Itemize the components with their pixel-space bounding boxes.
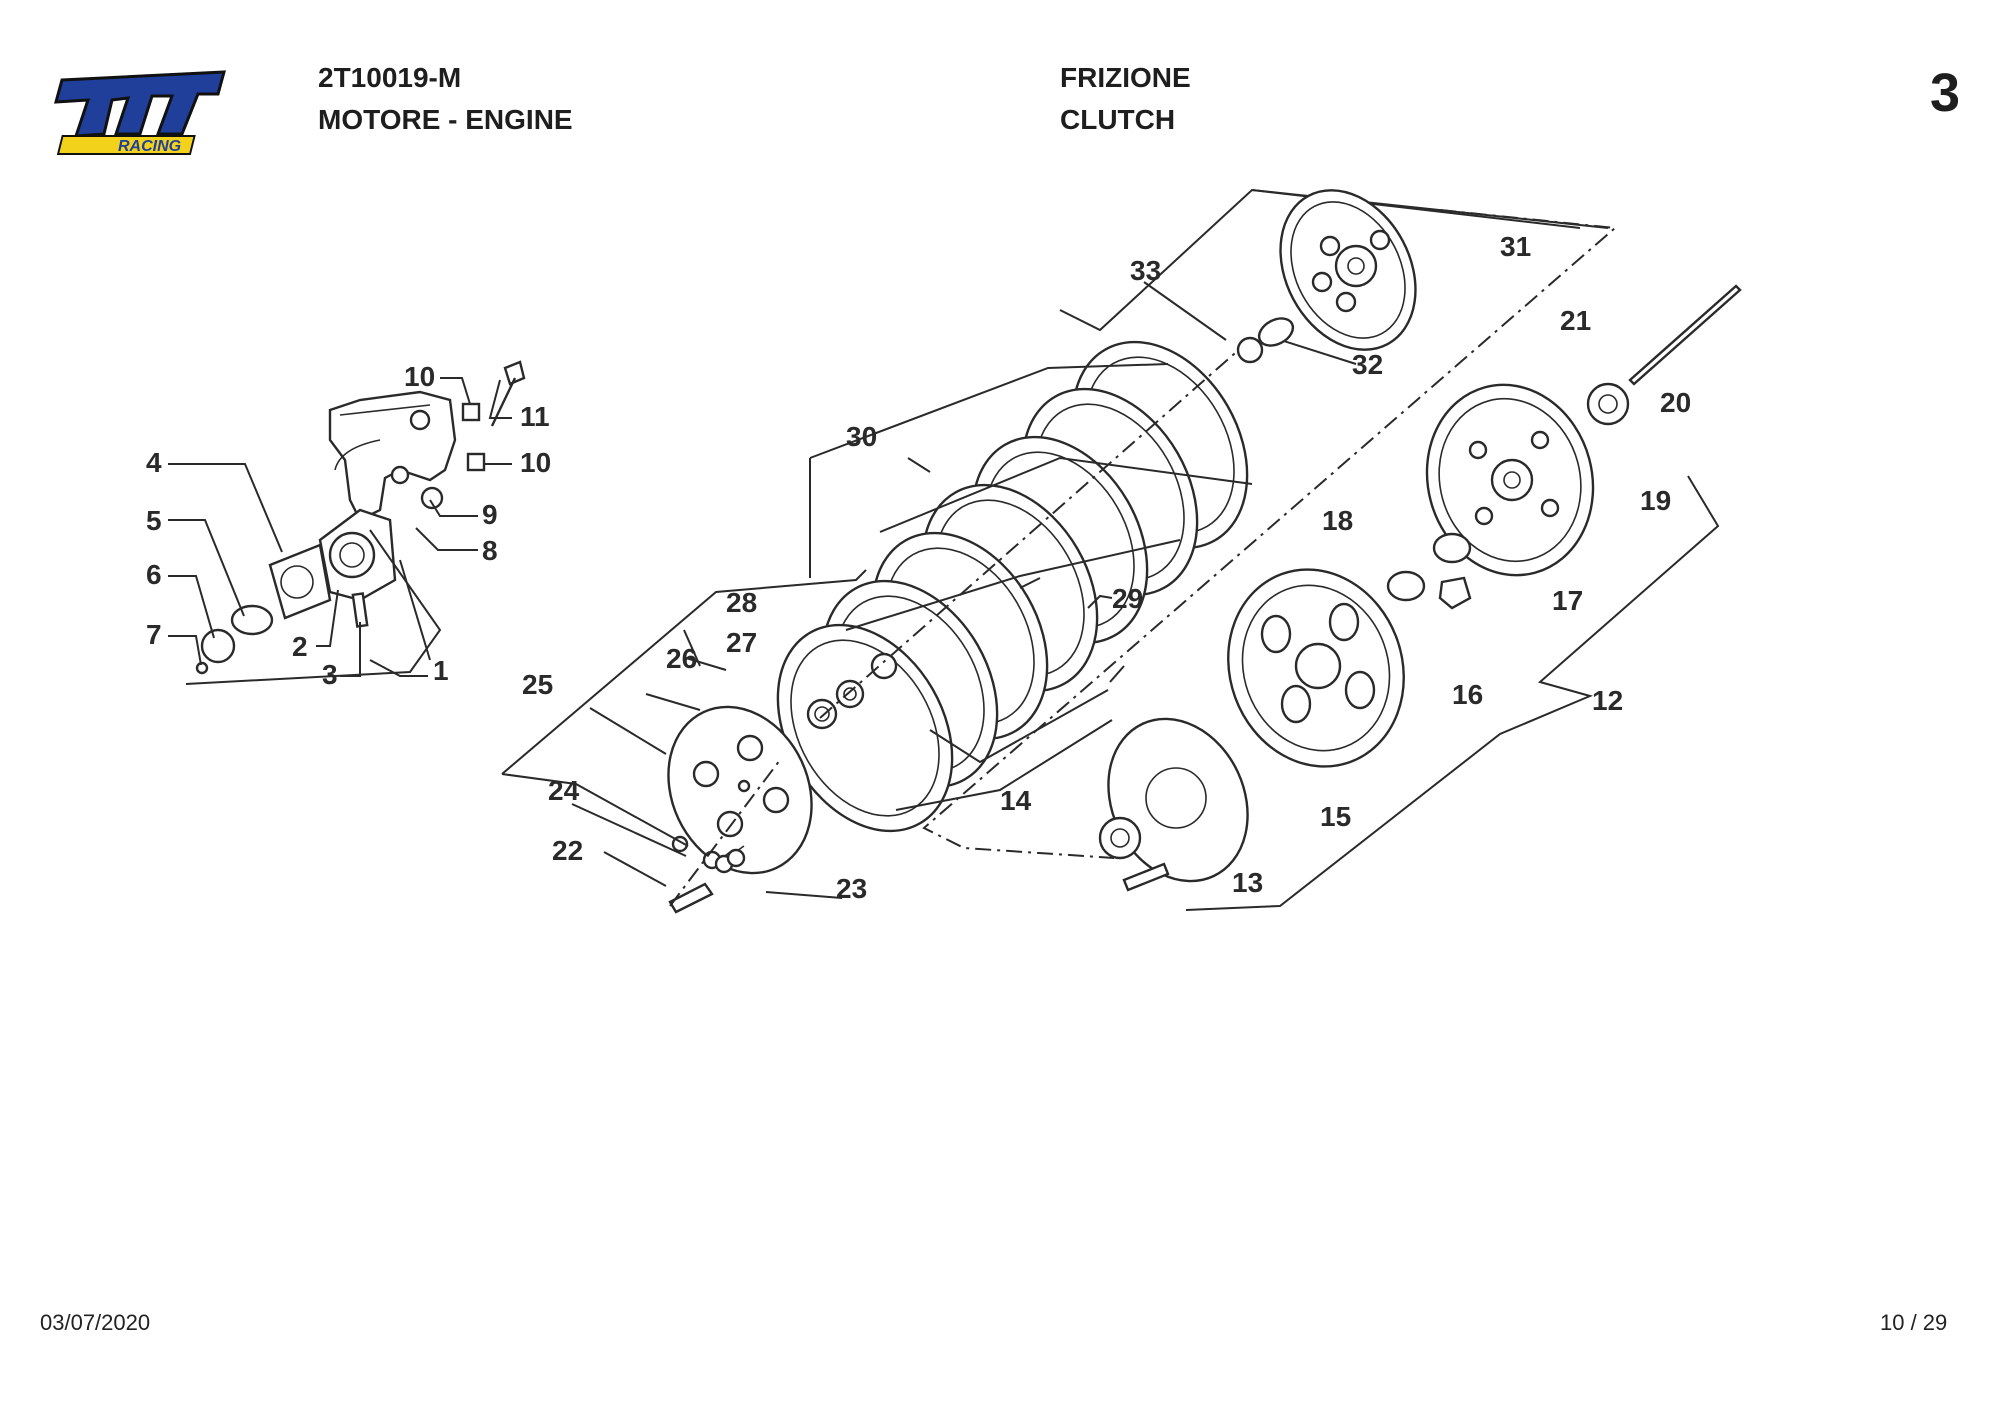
callout-21: 21 [1560, 305, 1591, 336]
callout-23: 23 [836, 873, 867, 904]
clutch-plate-stack [776, 339, 1251, 833]
footer-date: 03/07/2020 [40, 1310, 151, 1335]
pushrod-21 [1628, 284, 1742, 386]
callout-6: 6 [146, 559, 162, 590]
bracket-12 [1185, 475, 1720, 911]
bolt-13 [1122, 862, 1170, 892]
tm-racing-logo: RACING [48, 58, 238, 158]
callout-19: 19 [1640, 485, 1671, 516]
section-title-english: CLUTCH [1060, 104, 1176, 135]
callout-16: 16 [1452, 679, 1483, 710]
section-title-italian: FRIZIONE [1060, 62, 1191, 93]
callout-17: 17 [1552, 585, 1583, 616]
logo-racing-text: RACING [118, 138, 181, 155]
callout-20: 20 [1660, 387, 1691, 418]
callout-10-top: 10 [404, 361, 435, 392]
callout-29: 29 [1112, 583, 1143, 614]
washer-20 [1586, 382, 1630, 426]
pressure-plate [667, 705, 813, 914]
clutch-basket-hub [1227, 568, 1405, 768]
callout-32: 32 [1352, 349, 1383, 380]
callout-8: 8 [482, 535, 498, 566]
callout-1: 1 [433, 655, 449, 686]
callout-24: 24 [548, 775, 580, 806]
washer-14 [1098, 816, 1142, 860]
group-title: MOTORE - ENGINE [318, 104, 573, 135]
callout-leaders-center [501, 188, 1609, 899]
footer-page-number: 10 / 29 [1880, 1310, 1948, 1335]
callout-numbers: 1 2 3 4 5 6 7 8 9 10 10 11 12 13 14 15 1… [146, 231, 1691, 904]
callout-33: 33 [1130, 255, 1161, 286]
primary-gear [1236, 189, 1417, 364]
bearings-18 [1386, 532, 1472, 602]
nut-17 [1438, 576, 1472, 610]
callout-22: 22 [552, 835, 583, 866]
callout-25: 25 [522, 669, 553, 700]
callout-14: 14 [1000, 785, 1032, 816]
callout-15: 15 [1320, 801, 1351, 832]
clutch-actuator-assembly [185, 360, 526, 685]
callout-30: 30 [846, 421, 877, 452]
callout-2: 2 [292, 631, 308, 662]
callout-31: 31 [1500, 231, 1531, 262]
callout-26: 26 [666, 643, 697, 674]
callout-3: 3 [322, 659, 338, 690]
callout-10: 10 [520, 447, 551, 478]
callout-28: 28 [726, 587, 757, 618]
callout-11: 11 [520, 401, 550, 432]
callout-12: 12 [1592, 685, 1623, 716]
table-number: 3 [1930, 63, 1961, 123]
callout-leaders-left [168, 377, 512, 677]
callout-27: 27 [726, 627, 757, 658]
document-code: 2T10019-M [318, 62, 462, 93]
kickstart-gear [1425, 383, 1595, 577]
callout-18: 18 [1322, 505, 1353, 536]
callout-7: 7 [146, 619, 162, 650]
callout-9: 9 [482, 499, 498, 530]
right-group-outline [922, 209, 1618, 859]
callout-13: 13 [1232, 867, 1263, 898]
callout-4: 4 [146, 447, 162, 478]
callout-5: 5 [146, 505, 162, 536]
